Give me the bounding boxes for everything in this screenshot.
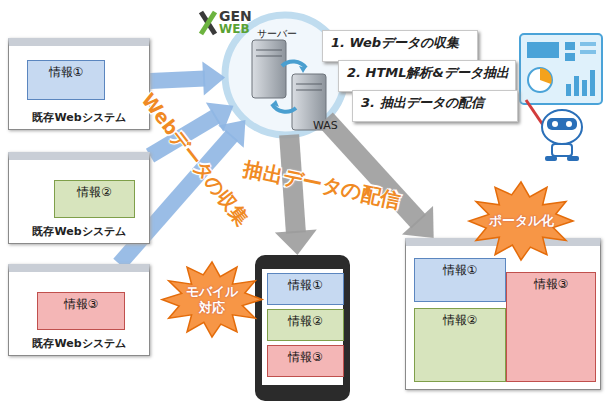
pie-slice [540, 68, 552, 84]
logo-x [201, 12, 215, 34]
info-box: 情報① [267, 273, 344, 305]
sync-arrow-head [272, 100, 279, 107]
info-label: 情報③ [38, 293, 124, 313]
robot-eye [552, 121, 558, 127]
step-box: 1. Webデータの収集 [322, 30, 478, 62]
bar [582, 80, 587, 96]
server-label: WAS [313, 119, 338, 132]
flow-label: Webデータの収集 [138, 90, 252, 228]
arrow-head [202, 62, 225, 96]
pie-chart [528, 68, 552, 92]
bar [566, 84, 571, 96]
callout-label: ポータル化 [486, 213, 556, 229]
starburst-shape [469, 182, 573, 260]
dashboard-icon [520, 34, 602, 104]
browser-window: 情報② 既存Webシステム [8, 152, 150, 244]
flow-arrow [150, 62, 225, 96]
step-label: 2. HTML解析&データ抽出 [339, 61, 515, 85]
info-box: 情報③ [37, 292, 125, 330]
tablet-device: 情報①情報②情報③モバイル対応 [255, 255, 350, 401]
dashboard-panel [527, 42, 559, 58]
portal-window: 情報①情報③情報②ポータル化 [405, 238, 601, 390]
robot-head [542, 110, 582, 144]
info-label: 情報① [268, 274, 343, 294]
info-label: 情報③ [268, 346, 343, 366]
server-slot [296, 90, 322, 91]
server-label: サーバー [257, 27, 297, 41]
info-label: 情報① [415, 259, 505, 279]
sync-arrow-head [299, 66, 306, 73]
server-slot [256, 50, 282, 51]
bar [574, 76, 579, 96]
flow-arrow [275, 135, 317, 255]
system-label: 既存Webシステム [9, 110, 149, 125]
robot-foot [545, 156, 557, 161]
info-label: 情報② [415, 309, 505, 329]
robot-foot [567, 156, 579, 161]
logo-x [201, 12, 215, 34]
arrow-head [402, 206, 434, 238]
info-box: 情報① [27, 60, 105, 100]
robot-visor [547, 118, 577, 130]
robot-body [552, 144, 572, 156]
arrow-head [275, 230, 317, 255]
info-label: 情報② [55, 181, 134, 201]
step-label: 3. 抽出データの配信 [353, 91, 517, 115]
info-box: 情報① [414, 258, 506, 302]
server-icon [252, 40, 286, 98]
system-label: 既存Webシステム [9, 336, 149, 351]
browser-window: 情報① 既存Webシステム [8, 38, 150, 130]
server-slot [256, 56, 282, 57]
dashboard-panel [565, 53, 575, 61]
logo-text: WEB [219, 23, 250, 35]
starburst-shape [162, 262, 262, 337]
browser-window: 情報③ 既存Webシステム [8, 264, 150, 356]
info-label: 情報② [268, 310, 343, 330]
arrow-head [218, 120, 245, 148]
info-box: 情報③ [506, 272, 596, 382]
info-label: 情報① [28, 61, 104, 81]
info-box: 情報② [54, 180, 135, 218]
flow-label: 抽出データの配信 [242, 158, 403, 211]
logo-text: GEN [219, 9, 252, 23]
arrow-shaft [150, 78, 205, 80]
step-box: 2. HTML解析&データ抽出 [338, 60, 516, 92]
bar [590, 70, 595, 96]
info-label: 情報③ [507, 273, 595, 293]
dashboard-panel [565, 42, 575, 50]
callout-label: モバイル対応 [184, 284, 240, 315]
system-label: 既存Webシステム [9, 224, 149, 239]
info-box: 情報② [414, 308, 506, 382]
robot-eye [566, 121, 572, 127]
server-slot [296, 84, 322, 85]
info-box: 情報③ [267, 345, 344, 377]
dashboard-panel [580, 42, 596, 46]
step-box: 3. 抽出データの配信 [352, 90, 518, 122]
info-box: 情報② [267, 309, 344, 341]
dashboard-panel [580, 50, 596, 54]
step-label: 1. Webデータの収集 [323, 31, 477, 55]
arrow-shaft [325, 119, 418, 221]
